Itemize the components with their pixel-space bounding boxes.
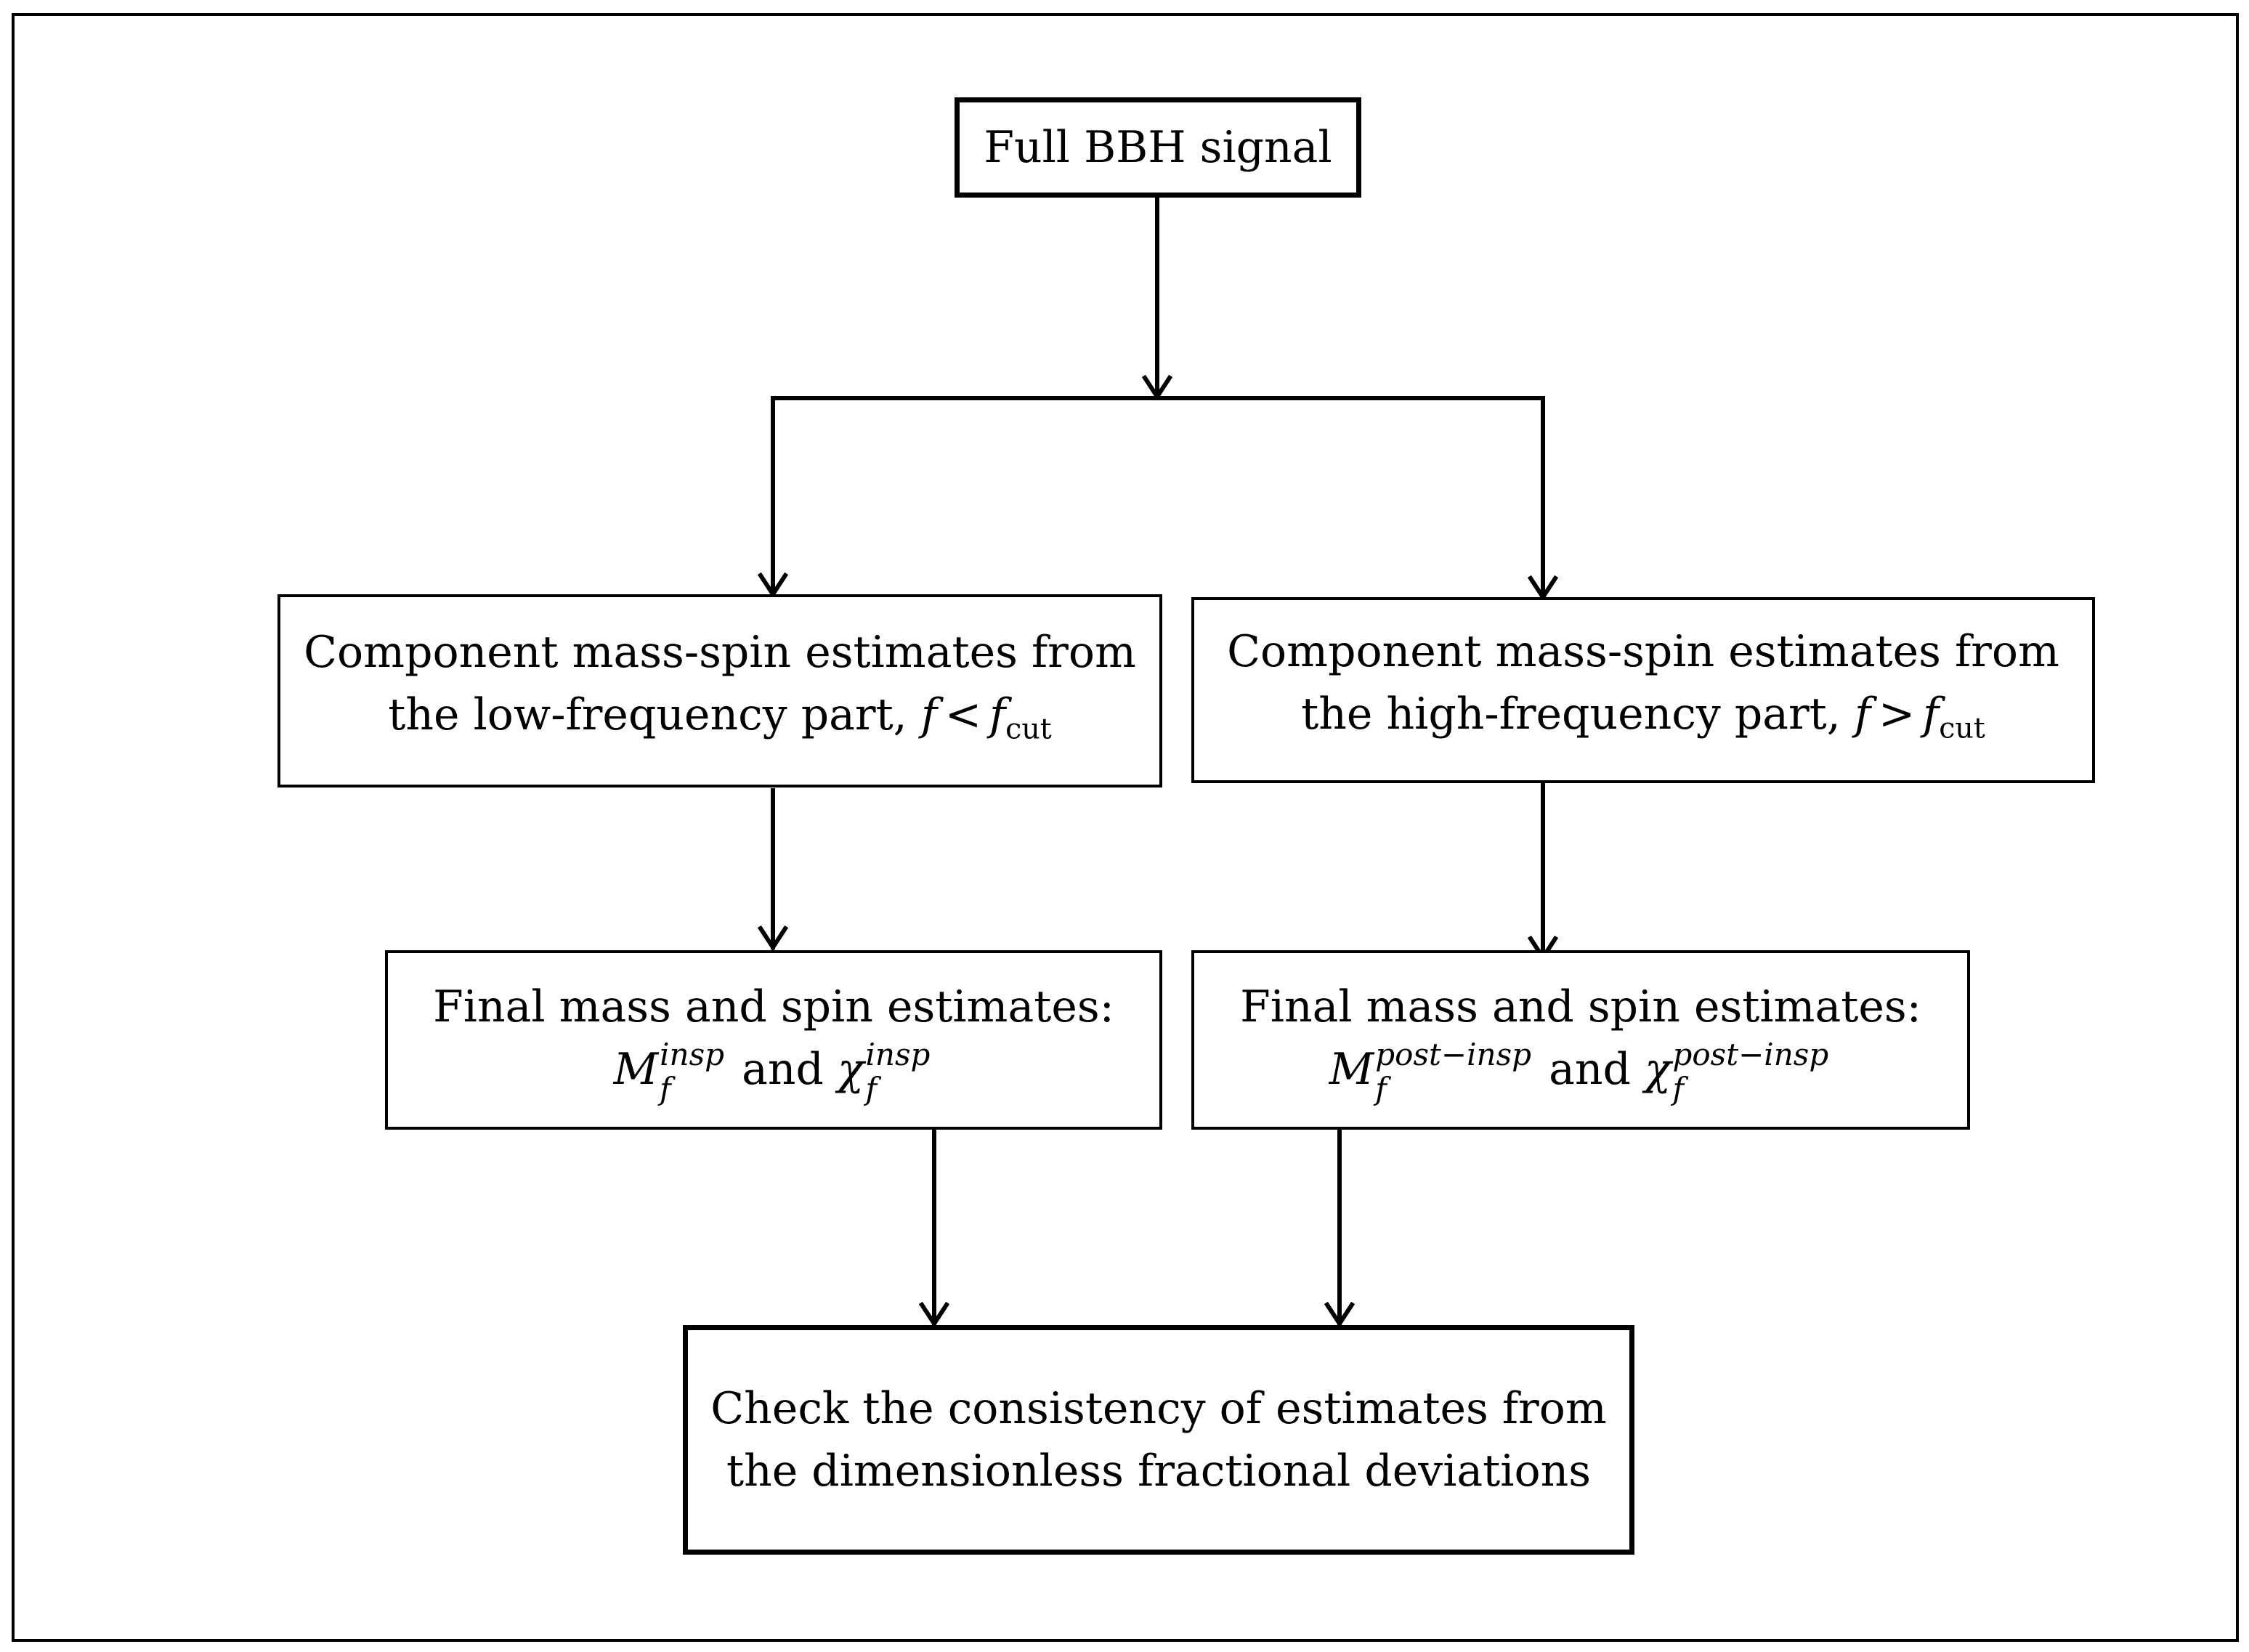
consistency-line2: the dimensionless fractional deviations	[726, 1446, 1592, 1497]
high-frequency-var: f	[1854, 689, 1871, 740]
arrowhead-final-insp	[757, 925, 789, 952]
full-signal-label: Full BBH signal	[984, 122, 1332, 173]
low-frequency-line1: Component mass-spin estimates from	[304, 627, 1136, 679]
high-frequency-cut-sub: cut	[1939, 711, 1985, 745]
high-frequency-box: Component mass-spin estimates from the h…	[1191, 597, 2095, 783]
final-post-mass-symbol: M	[1329, 1043, 1374, 1095]
final-insp-line1: Final mass and spin estimates:	[433, 981, 1114, 1032]
final-post-chi-symbol: χ	[1645, 1043, 1671, 1095]
full-signal-box: Full BBH signal	[955, 97, 1361, 198]
consistency-line1: Check the consistency of estimates from	[710, 1383, 1607, 1434]
final-insp-mass-sub: f	[660, 1070, 671, 1106]
low-frequency-cut-sub: cut	[1005, 712, 1052, 746]
low-frequency-var: f	[920, 689, 938, 741]
arrowhead-check-left	[918, 1301, 950, 1328]
final-insp-chi-symbol: χ	[838, 1043, 864, 1095]
final-insp-chi-sub: f	[865, 1070, 878, 1106]
low-frequency-text: the low-frequency part,	[388, 689, 907, 741]
final-post-chi-sub: f	[1672, 1070, 1685, 1106]
final-post-mass-sub: f	[1375, 1070, 1387, 1106]
high-frequency-line1: Component mass-spin estimates from	[1227, 626, 2059, 678]
final-post-chi-sup: post−insp	[1672, 1036, 1829, 1072]
arrowhead-check-right	[1324, 1301, 1356, 1328]
final-post-and: and	[1549, 1043, 1631, 1095]
low-frequency-line2: the low-frequency part, f<fcut	[388, 684, 1051, 761]
final-insp-chi-sup: insp	[865, 1036, 931, 1072]
low-frequency-cut-var: f	[989, 689, 1006, 741]
final-post-mass-sup: post−insp	[1375, 1036, 1532, 1072]
final-post-line1: Final mass and spin estimates:	[1240, 981, 1921, 1032]
consistency-check-box: Check the consistency of estimates from …	[683, 1325, 1634, 1555]
low-frequency-operator: <	[944, 689, 982, 741]
figure-frame	[12, 13, 2239, 1642]
final-insp-mass-sup: insp	[660, 1036, 725, 1072]
final-insp-mass-symbol: M	[613, 1043, 658, 1095]
high-frequency-text: the high-frequency part,	[1301, 689, 1841, 740]
high-frequency-operator: >	[1878, 689, 1916, 740]
low-frequency-box: Component mass-spin estimates from the l…	[277, 594, 1162, 787]
high-frequency-cut-var: f	[1923, 689, 1940, 740]
final-insp-and: and	[742, 1043, 824, 1095]
high-frequency-line2: the high-frequency part, f>fcut	[1301, 683, 1985, 760]
